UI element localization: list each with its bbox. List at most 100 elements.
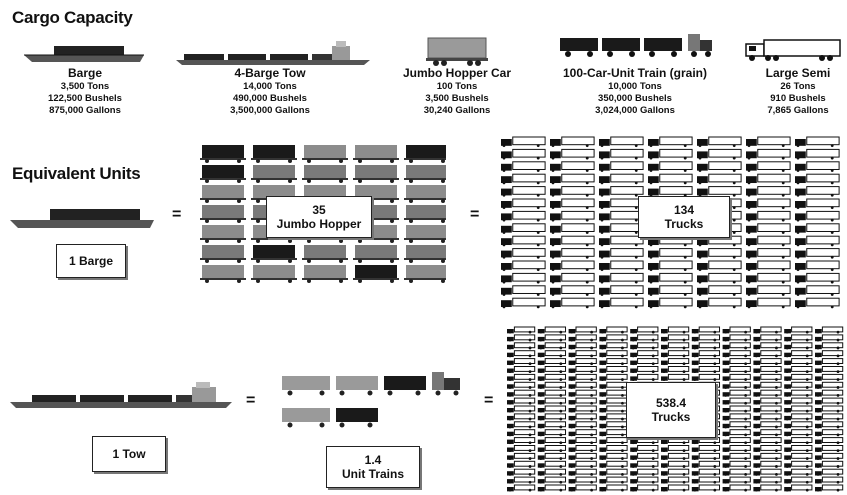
truck: [537, 358, 567, 366]
truck: [722, 421, 751, 429]
truck: [795, 186, 840, 197]
truck: [537, 421, 567, 429]
barge-name: Barge: [67, 66, 102, 80]
truck: [599, 285, 644, 296]
truck: [507, 429, 536, 437]
truck: [550, 235, 595, 247]
truck: [746, 186, 791, 197]
truck: [537, 366, 567, 374]
truck: [691, 445, 721, 453]
truck: [784, 429, 813, 437]
truck: [630, 460, 659, 468]
truck: [507, 413, 536, 421]
truck: [661, 460, 690, 468]
truck: [630, 468, 659, 476]
unit-train-group: [282, 372, 460, 428]
truck: [815, 381, 844, 389]
truck: [550, 260, 595, 272]
truck: [815, 389, 844, 397]
truck: [746, 285, 791, 296]
truck: [599, 248, 644, 259]
truck: [550, 248, 595, 259]
truck: [630, 373, 659, 381]
truck: [815, 429, 844, 437]
semi-bushels: 910 Bushels: [770, 93, 826, 104]
truck: [815, 476, 844, 484]
hopper-car: [404, 145, 446, 163]
truck: [753, 445, 782, 453]
truck: [697, 297, 742, 309]
truck: [753, 381, 782, 389]
truck: [599, 198, 644, 210]
train-capacity: 100-Car-Unit Train (grain) 10,000 Tons 3…: [540, 66, 730, 117]
hopper-car: [404, 225, 446, 243]
truck: [691, 476, 721, 484]
truck: [753, 397, 782, 405]
truck: [568, 366, 597, 374]
barge-capacity: Barge 3,500 Tons 122,500 Bushels 875,000…: [10, 66, 160, 117]
truck: [648, 272, 693, 284]
barge-tons: 3,500 Tons: [60, 81, 110, 92]
truck: [568, 397, 597, 405]
truck: [815, 405, 844, 413]
truck: [746, 161, 791, 172]
truck: [795, 272, 840, 284]
truck: [599, 161, 644, 172]
truck: [599, 210, 644, 222]
truck: [784, 373, 813, 381]
truck: [550, 186, 595, 197]
truck: [599, 445, 628, 453]
truck: [648, 260, 693, 272]
truck: [753, 460, 782, 468]
truck: [599, 476, 628, 484]
hopper-count-label: Jumbo Hopper: [276, 217, 362, 231]
truck: [697, 173, 742, 185]
truck: [550, 161, 595, 172]
truck: [630, 326, 659, 334]
equals-sign-4: =: [484, 392, 494, 409]
truck: [753, 326, 782, 334]
truck: [784, 350, 813, 358]
truck: [507, 397, 536, 405]
truck: [784, 437, 813, 445]
truck: [722, 381, 751, 389]
one-tow-text: 1 Tow: [112, 447, 146, 461]
truck: [784, 326, 813, 334]
hopper-car: [353, 145, 399, 163]
truck: [661, 350, 690, 358]
truck: [722, 389, 751, 397]
truck: [501, 272, 546, 284]
truck: [795, 285, 840, 296]
truck: [815, 437, 844, 445]
truck: [815, 358, 844, 366]
truck: [795, 235, 840, 247]
truck: [630, 484, 659, 492]
trucks-barge-count: 134: [673, 203, 695, 217]
truck: [568, 413, 597, 421]
hopper-car: [404, 205, 446, 223]
hopper-car: [200, 225, 246, 243]
hopper-car: [251, 145, 297, 163]
truck: [648, 248, 693, 259]
truck: [537, 437, 567, 445]
truck: [795, 248, 840, 259]
truck: [568, 421, 597, 429]
truck: [815, 366, 844, 374]
truck: [697, 186, 742, 197]
truck: [815, 421, 844, 429]
truck: [599, 342, 628, 350]
truck: [537, 326, 567, 334]
truck: [599, 148, 644, 160]
truck: [746, 148, 791, 160]
truck: [697, 248, 742, 259]
truck: [550, 198, 595, 210]
hopper-car: [302, 265, 348, 283]
truck: [537, 476, 567, 484]
truck: [795, 260, 840, 272]
truck: [795, 148, 840, 160]
truck: [501, 173, 546, 185]
truck: [722, 445, 751, 453]
truck: [746, 198, 791, 210]
truck: [537, 389, 567, 397]
truck: [537, 397, 567, 405]
